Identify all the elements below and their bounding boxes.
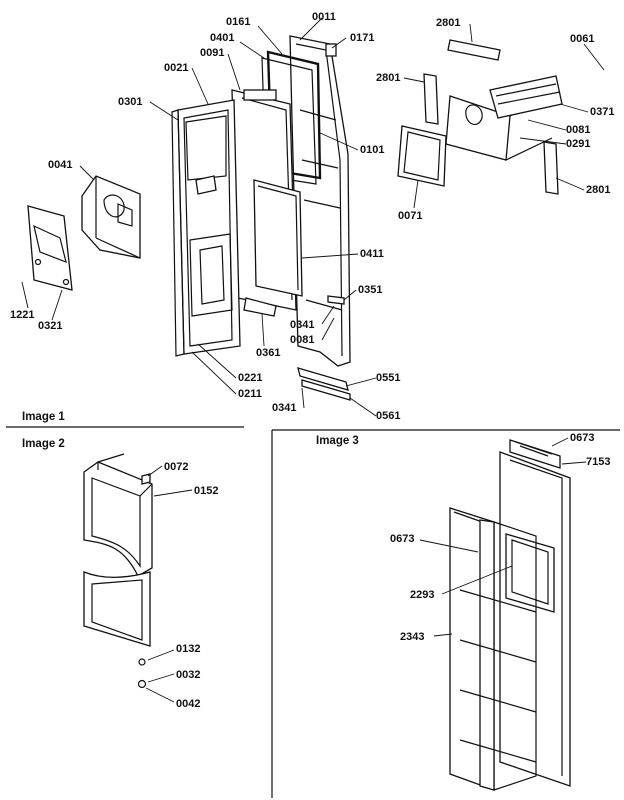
callout-label: 0161 xyxy=(226,16,250,28)
callout-label: 0673 xyxy=(390,533,414,545)
image2-drawing xyxy=(83,453,153,689)
callout-label: 0321 xyxy=(38,320,62,332)
image1-drawing xyxy=(27,35,563,401)
callout-label: 0081 xyxy=(290,334,314,346)
callout-label: 0072 xyxy=(164,461,188,473)
callout-label: 2801 xyxy=(376,72,400,84)
callout-label: 1221 xyxy=(10,309,34,321)
callout-label: 0071 xyxy=(398,210,422,222)
callout-label: 0401 xyxy=(210,32,234,44)
image2-callouts: 0072 0152 0132 0032 0042 xyxy=(164,461,218,710)
callout-label: 0032 xyxy=(176,669,200,681)
callout-label: 7153 xyxy=(586,456,610,468)
image3-drawing xyxy=(449,439,571,791)
callout-label: 0301 xyxy=(118,96,142,108)
callout-label: 0081 xyxy=(566,124,590,136)
callout-label: 2293 xyxy=(410,589,434,601)
image1-callouts: 0011 0161 0171 0401 0091 0021 0301 0041 … xyxy=(10,11,614,422)
image3-callouts: 0673 7153 0673 2293 2343 xyxy=(390,432,610,643)
callout-label: 2343 xyxy=(400,631,424,643)
callout-label: 0561 xyxy=(376,410,400,422)
callout-label: 0021 xyxy=(164,62,188,74)
callout-label: 2801 xyxy=(436,17,460,29)
callout-label: 0351 xyxy=(358,284,382,296)
callout-label: 0221 xyxy=(238,372,262,384)
callout-label: 0411 xyxy=(360,248,384,260)
callout-label: 0361 xyxy=(256,347,280,359)
callout-label: 0091 xyxy=(200,47,224,59)
callout-label: 0551 xyxy=(376,372,400,384)
image3-leaders xyxy=(419,437,587,637)
callout-label: 0673 xyxy=(570,432,594,444)
callout-label: 0152 xyxy=(194,485,218,497)
callout-label: 0041 xyxy=(48,159,72,171)
callout-label: 0132 xyxy=(176,643,200,655)
image2-leaders xyxy=(145,465,193,703)
callout-label: 0101 xyxy=(360,144,384,156)
image1-leaders xyxy=(21,17,605,417)
callout-label: 0042 xyxy=(176,698,200,710)
callout-label: 0371 xyxy=(590,106,614,118)
callout-label: 0011 xyxy=(312,11,336,23)
callout-label: 0171 xyxy=(350,32,374,44)
callout-label: 2801 xyxy=(586,184,610,196)
callout-label: 0341 xyxy=(272,402,296,414)
panel-title: Image 1 xyxy=(22,411,65,423)
callout-label: 0341 xyxy=(290,319,314,331)
panel-dividers xyxy=(6,426,620,798)
callout-label: 0291 xyxy=(566,138,590,150)
callout-label: 0061 xyxy=(570,33,594,45)
panel-title: Image 3 xyxy=(316,435,359,447)
panel-title: Image 2 xyxy=(22,438,65,450)
callout-label: 0211 xyxy=(238,388,262,400)
